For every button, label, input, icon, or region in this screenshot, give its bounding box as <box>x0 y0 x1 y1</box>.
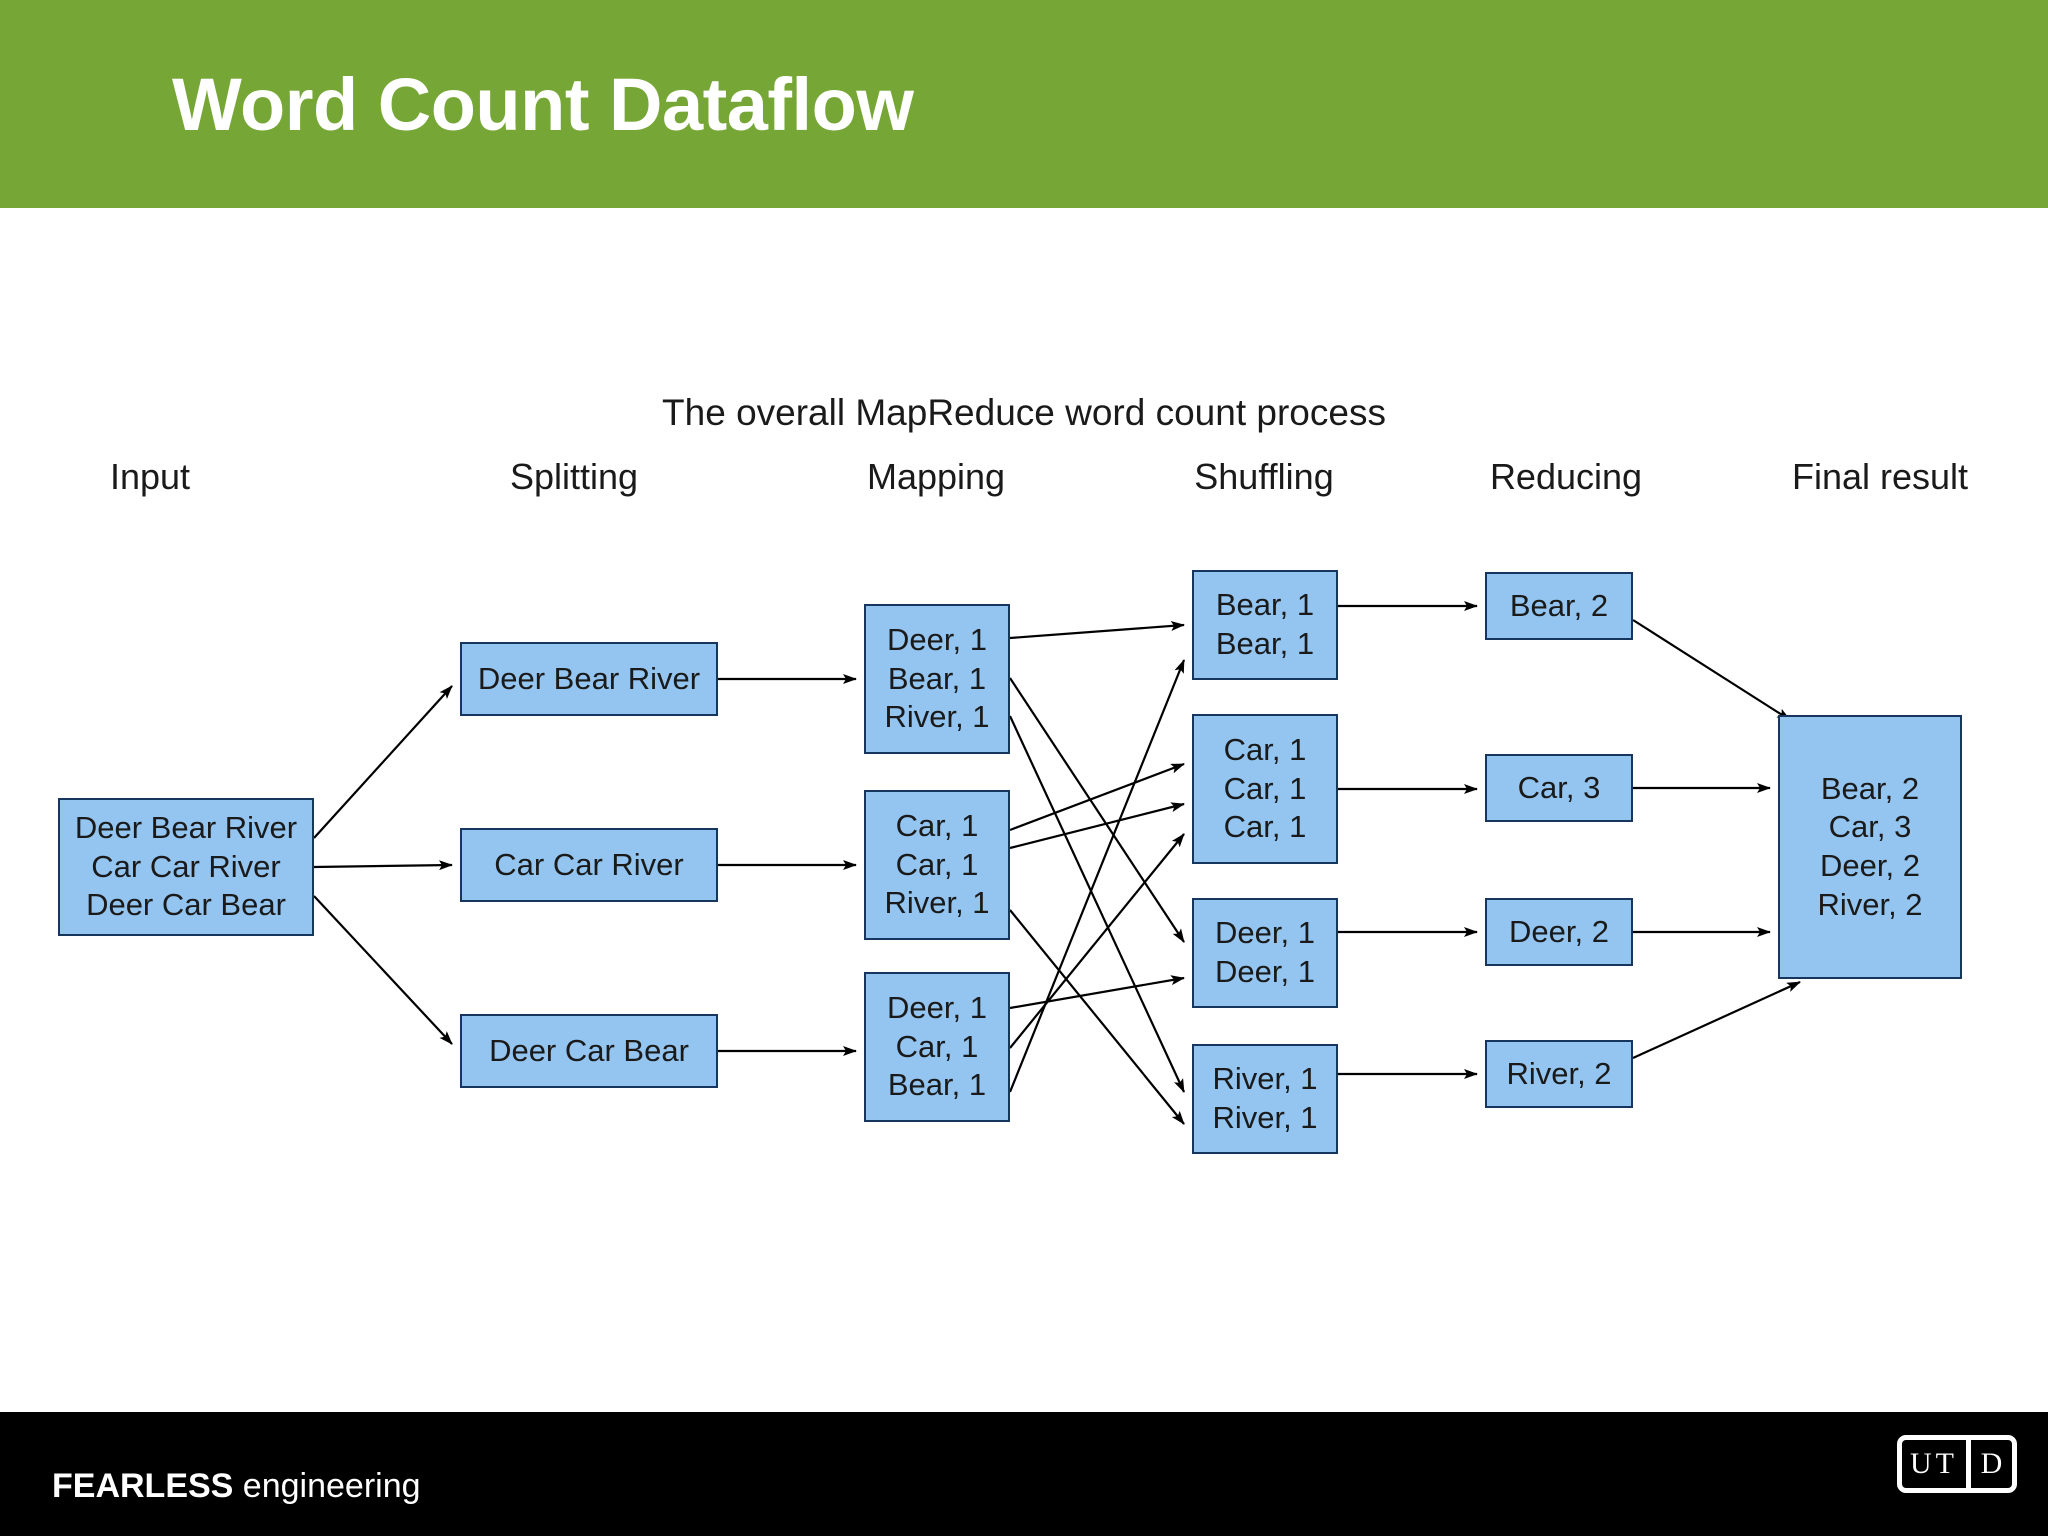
node-line: River, 2 <box>1817 886 1923 922</box>
node-line: River, 1 <box>884 885 990 921</box>
stage-header-mapping: Mapping <box>866 456 1006 497</box>
slide-header-band <box>0 0 2048 208</box>
stage-header-splitting: Splitting <box>509 456 639 497</box>
footer-brand: FEARLESS engineering <box>52 1467 421 1506</box>
slide-body: The overall MapReduce word count process… <box>0 208 2048 1412</box>
node-line: Car Car River <box>494 846 684 882</box>
stage-header-shuffling: Shuffling <box>1194 456 1334 497</box>
stage-header-input: Input <box>109 456 191 497</box>
footer-brand-bold: FEARLESS <box>52 1467 234 1505</box>
node-line: Bear, 1 <box>1215 626 1315 661</box>
node-line: Car, 1 <box>1223 731 1307 767</box>
stage-header-final-result: Final result <box>1791 456 1969 497</box>
node-line: Deer, 2 <box>1509 913 1609 949</box>
splitting-node-1: Deer Bear River <box>460 642 718 716</box>
node-line: Bear, 1 <box>887 1067 987 1103</box>
node-line: Car, 1 <box>1223 809 1307 845</box>
node-line: River, 1 <box>1212 1100 1318 1135</box>
reducing-node-1: Bear, 2 <box>1485 572 1633 640</box>
node-line: Deer Bear River <box>477 660 701 696</box>
utd-logo-d: D <box>1980 1447 2003 1480</box>
node-line: Deer Bear River <box>74 809 298 845</box>
splitting-node-3: Deer Car Bear <box>460 1014 718 1088</box>
slide-footer-band <box>0 1412 2048 1536</box>
node-line: Deer Car Bear <box>489 1032 689 1068</box>
stage-header-reducing: Reducing <box>1489 456 1643 497</box>
node-line: Car, 3 <box>1828 809 1912 845</box>
reducing-node-2: Car, 3 <box>1485 754 1633 822</box>
mapreduce-dataflow-diagram: The overall MapReduce word count process… <box>0 208 2048 1412</box>
node-line: Bear, 2 <box>1509 587 1609 623</box>
utd-logo: UT D <box>1897 1435 2017 1493</box>
diagram-title: The overall MapReduce word count process <box>662 392 1386 433</box>
node-line: Car, 1 <box>895 1028 979 1064</box>
node-line: Deer, 1 <box>887 621 987 657</box>
node-line: Deer, 1 <box>887 989 987 1025</box>
node-line: Car Car River <box>91 848 281 884</box>
reducing-node-3: Deer, 2 <box>1485 898 1633 966</box>
node-line: Deer, 2 <box>1820 848 1920 883</box>
node-line: Car, 3 <box>1517 769 1601 805</box>
node-line: Deer, 1 <box>1215 915 1315 951</box>
node-line: Bear, 1 <box>1215 587 1315 623</box>
node-line: River, 1 <box>1212 1061 1318 1097</box>
reducing-node-4: River, 2 <box>1485 1040 1633 1108</box>
node-line: River, 2 <box>1506 1055 1612 1091</box>
footer-brand-rest: engineering <box>233 1467 421 1505</box>
node-line: Car, 1 <box>895 807 979 843</box>
node-line: Bear, 1 <box>887 660 987 696</box>
page-title: Word Count Dataflow <box>172 63 914 146</box>
node-line: River, 1 <box>884 699 990 735</box>
splitting-node-2: Car Car River <box>460 828 718 902</box>
node-line: Bear, 2 <box>1820 770 1920 806</box>
node-line: Car, 1 <box>895 846 979 882</box>
utd-logo-ut: UT <box>1902 1440 1971 1488</box>
node-line: Deer, 1 <box>1215 954 1315 989</box>
node-line: Deer Car Bear <box>86 887 286 923</box>
node-line: Car, 1 <box>1223 770 1307 806</box>
